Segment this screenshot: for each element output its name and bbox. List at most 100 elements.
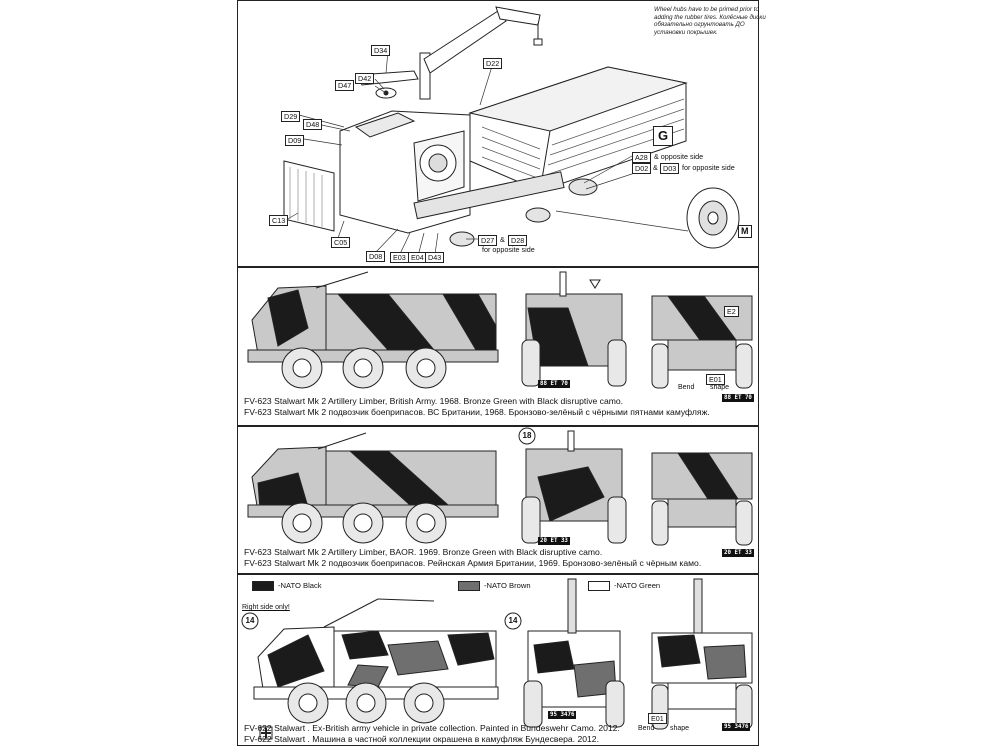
wheel-label: M [738,225,752,238]
part-a28: A28 [632,152,651,163]
assembly-section: Wheel hubs have to be primed prior to ad… [237,0,766,267]
s1-bend-label: Bend [678,384,695,391]
part-d27: D27 [478,235,498,246]
legend-label-green: -NATO Green [614,581,661,590]
s3-badge-side: 14 [245,616,255,625]
s2-hub-3 [416,513,436,533]
s2-rear-camo [677,452,739,500]
wheel-m-center [707,211,719,225]
for-opposite-side: for opposite side [682,163,735,172]
chassis-rail [413,171,565,220]
s3-camo-2 [387,640,449,676]
part-d47: D47 [335,80,355,91]
s3-rear-camo-2 [703,644,747,680]
legend-label-brown: -NATO Brown [484,581,531,590]
s3-front-camo-1 [533,640,575,674]
s1-bend-shape: shape [710,384,730,391]
part-d42: D42 [355,73,375,84]
cargo-top [468,66,688,132]
amp-d28: & [500,235,505,244]
part-e04: E04 [408,252,427,263]
opposite-side-text: & opposite side [654,152,704,161]
s1-caption-ru: FV-623 Stalwart Mk 2 подвозчик боеприпас… [244,407,710,417]
scheme-3-drawing [241,578,753,740]
s1-front-sign [589,279,601,289]
legend-swatch-green [588,581,610,591]
legend-swatch-brown [458,581,480,591]
cab-roof [354,112,416,138]
s1-hub-1 [292,358,312,378]
s3-camo-3 [447,632,495,666]
scheme-2-section: 18 20 ET 33 20 ET 33 FV-623 Stalwart Mk … [237,426,759,574]
s3-right-side-only: Right side only! [242,604,290,611]
s3-badge-front-circle [504,612,522,630]
s3-rear-crane [693,578,703,634]
s3-caption-ru: FV-622 Stalwart . Машина в частной колле… [244,734,599,744]
axle-part-rear [568,178,598,196]
scheme-2-drawing [247,427,753,546]
legend-label-black: -NATO Black [278,581,322,590]
crane-pillar [419,52,431,100]
axle-part-middle [525,207,551,223]
s3-caption-en: FV-622 Stalwart . Ex-British army vehicl… [244,723,620,733]
s1-camo-3 [267,289,309,347]
s3-camo-1 [341,630,389,660]
s3-hub-2 [356,693,376,713]
front-plate-c13 [283,160,335,232]
s2-front-crane [567,430,575,452]
amp-d03: & [653,163,658,172]
s1-front-crane [559,271,567,297]
part-d02: D02 [632,163,652,174]
s1-front-wheel-r [607,339,627,387]
s2-badge-circle [518,427,536,445]
s3-plate-rear: 95 3476 [722,723,751,731]
s1-front-wheel-l [521,339,541,387]
scheme-1-drawing [247,271,753,389]
part-e03: E03 [390,252,409,263]
crane-hook [533,38,543,46]
part-d34: D34 [371,45,391,56]
part-d29: D29 [281,111,301,122]
assembly-drawing [283,6,740,257]
s3-part-e01: E01 [648,713,667,724]
primer-note: Wheel hubs have to be primed prior to ad… [654,6,766,36]
s3-front-crane [567,578,577,634]
s1-rear-wheel-r [735,343,753,389]
legend-swatch-black [252,581,274,591]
s2-hub-1 [292,513,312,533]
s1-plate-rear: 88 ET 70 [722,394,754,402]
part-d08: D08 [366,251,386,262]
s3-rear-camo-1 [657,634,701,668]
s1-part-e2: E2 [724,306,739,317]
s1-hub-3 [416,358,436,378]
s3-rear-chassis [667,682,737,710]
s3-front-wheel-r [605,680,625,728]
cargo-slats [481,98,685,180]
part-d22: D22 [483,58,503,69]
s2-rear-chassis [667,498,737,528]
s3-camo-5 [267,634,325,688]
s3-badge-side-circle [241,612,259,630]
for-opposite-side-2: for opposite side [482,245,535,254]
s3-crane [323,598,379,628]
s3-front-wheel-l [523,680,543,728]
part-d43: D43 [425,252,445,263]
s2-rear-wheel-r [735,500,753,546]
front-plate-hatch [289,167,323,227]
s1-plate-front: 88 ET 70 [538,380,570,388]
s1-caption-en: FV-623 Stalwart Mk 2 Artillery Limber, B… [244,396,624,406]
s1-hub-2 [353,358,373,378]
s2-crane [317,432,367,450]
s2-caption-en: FV-623 Stalwart Mk 2 Artillery Limber, B… [244,547,603,557]
s2-rear-wheel-l [651,500,669,546]
step-label: G [653,126,673,146]
s3-plate-front: 95 3476 [548,711,577,719]
s1-camo-2 [442,293,497,351]
scheme-1-section: 88 ET 70 88 ET 70 Bend shape E01 E2 FV-6… [237,267,759,426]
s3-hub-3 [414,693,434,713]
s3-bend-label: Bend [638,725,655,732]
part-c13: C13 [269,215,289,226]
s2-plate-rear: 20 ET 33 [722,549,754,557]
s2-plate-front: 20 ET 33 [538,537,570,545]
s1-crane [315,271,369,289]
